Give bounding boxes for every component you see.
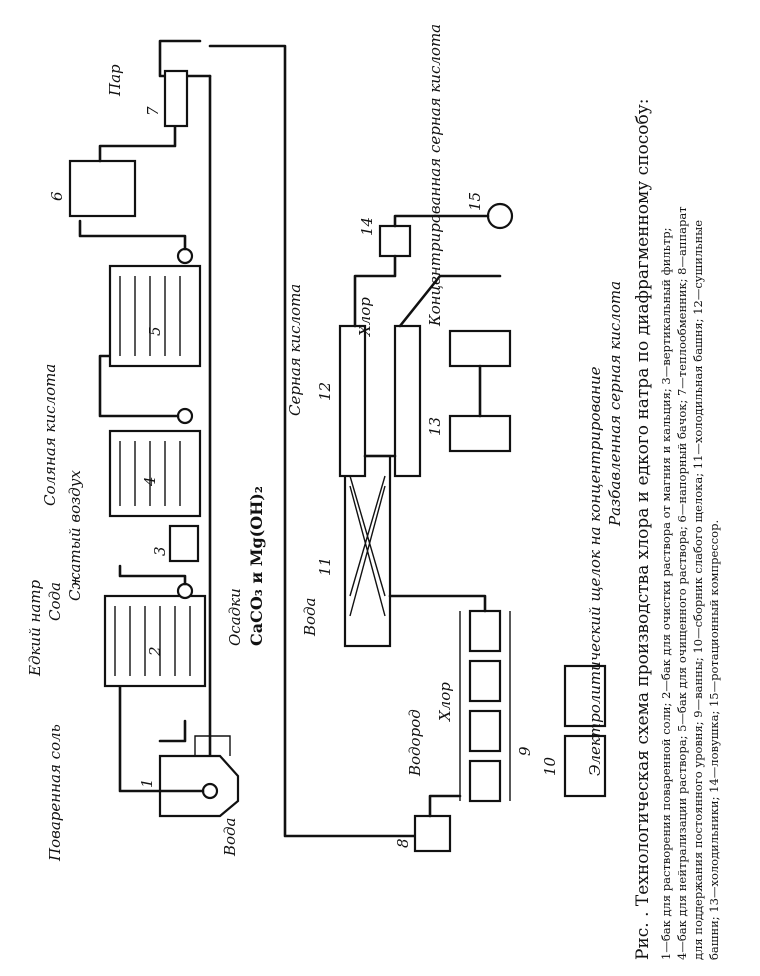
legend-line-2: 4—бак для нейтрализации раствора; 5—бак … (675, 206, 689, 960)
label-number-1: 1 (138, 778, 156, 788)
label-number-14: 14 (358, 217, 376, 236)
label-hcl: Соляная кислота (41, 364, 59, 506)
diagram-body: 1 2 3 4 (26, 24, 624, 862)
lower-line: 8 9 10 11 (208, 44, 607, 853)
figure-caption: Рис. . Технологическая схема производств… (633, 99, 653, 960)
pump-icon (176, 407, 194, 425)
caption-block: Рис. . Технологическая схема производств… (633, 99, 721, 960)
tank-4-neutralizer: 4 (108, 429, 202, 518)
label-caustic: Едкий натр (26, 579, 44, 677)
label-hydrogen: Водород (406, 709, 424, 777)
label-number-4: 4 (141, 476, 159, 487)
label-number-2: 2 (146, 646, 164, 657)
tank-6-head-tank: 6 (48, 159, 137, 218)
trap-14: 14 (358, 217, 412, 258)
label-dilute-acid: Разбавленная серная кислота (606, 281, 624, 527)
pump-icon (176, 247, 194, 265)
label-sediment-formula: CaCO₃ и Mg(OH)₂ (247, 486, 266, 646)
cooling-tower-11: 11 (316, 454, 392, 648)
level-apparatus-8: 8 (394, 814, 452, 853)
label-water-1: Вода (221, 817, 239, 857)
upper-line: 1 2 3 4 (48, 39, 240, 818)
compressor-15: 15 (466, 192, 514, 230)
pump-icon (176, 582, 194, 600)
label-number-12: 12 (316, 382, 334, 401)
label-number-6: 6 (48, 191, 66, 201)
label-number-10: 10 (541, 756, 559, 776)
label-chlorine-1: Хлор (436, 682, 454, 722)
label-soda: Сода (46, 582, 64, 621)
label-water-2: Вода (301, 597, 319, 637)
label-number-3: 3 (151, 546, 169, 556)
label-number-7: 7 (144, 106, 162, 116)
legend-line-1: 1—бак для растворения поваренной соли; 2… (659, 228, 673, 960)
label-electrolytic-liquor: Электролитический щелок на концентрирова… (586, 366, 604, 776)
label-number-8: 8 (394, 838, 412, 848)
legend-line-4: башни; 13—холодильники; 14—ловушка; 15—р… (707, 520, 721, 960)
label-number-5: 5 (146, 326, 164, 336)
label-compressed-air: Сжатый воздух (66, 470, 84, 601)
collector-10: 10 (541, 664, 607, 798)
pump-icon (201, 782, 219, 800)
baths-9: 9 (459, 609, 534, 803)
label-number-11: 11 (316, 557, 334, 576)
label-conc-acid: Концентрированная серная кислота (426, 24, 444, 327)
label-number-15: 15 (466, 192, 484, 211)
label-sediment: Осадки (226, 588, 244, 646)
tank-1-salt-dissolver: 1 (138, 719, 240, 818)
label-salt: Поваренная соль (46, 724, 64, 862)
filter-3-vertical: 3 (151, 524, 200, 563)
label-number-9: 9 (516, 746, 534, 756)
legend-line-3: для поддержания постоянного уровня; 9—ва… (691, 220, 705, 960)
drying-towers-12: 12 (316, 324, 422, 478)
coolers-13: 13 (426, 329, 512, 453)
heat-exchanger-7: 7 (144, 69, 189, 128)
label-steam: Пар (106, 64, 124, 97)
label-number-13: 13 (426, 417, 444, 436)
tank-5-clean-solution: 5 (108, 264, 202, 368)
label-chlorine-2: Хлор (356, 297, 374, 337)
tank-2-purifier: 2 (103, 594, 207, 688)
label-sulfuric-acid: Серная кислота (286, 284, 304, 416)
